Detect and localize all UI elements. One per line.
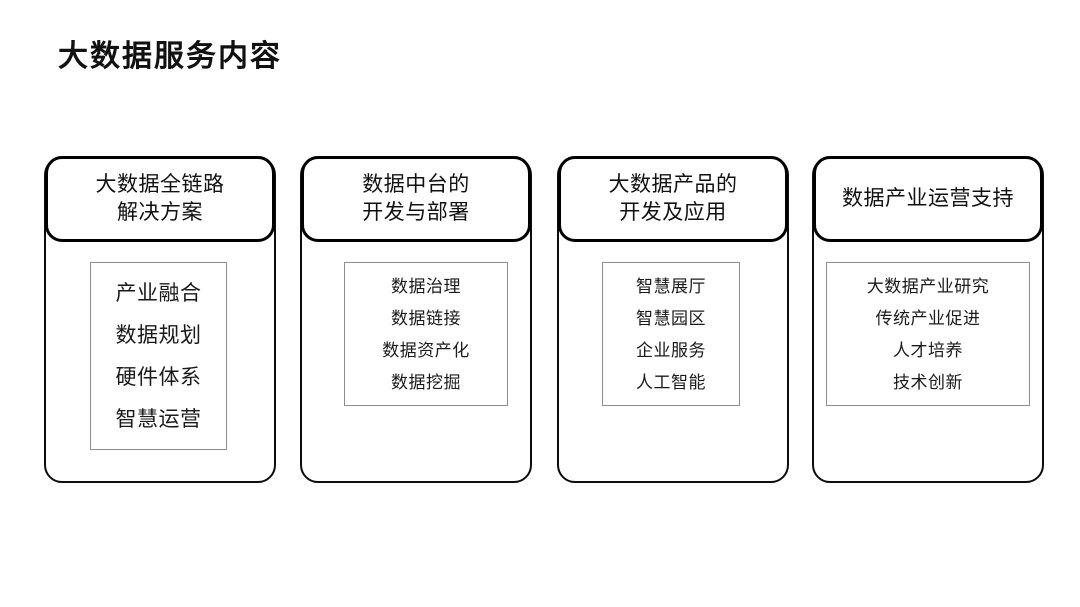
list-item: 智慧展厅 xyxy=(636,276,706,296)
service-card-4-header-label: 数据产业运营支持 xyxy=(842,187,1014,211)
list-item: 人才培养 xyxy=(893,340,963,360)
list-item: 数据挖掘 xyxy=(391,372,461,392)
list-item: 智慧运营 xyxy=(115,407,202,431)
service-card-3[interactable]: 大数据产品的 开发及应用 智慧展厅 智慧园区 企业服务 人工智能 xyxy=(557,156,789,483)
service-card-3-header[interactable]: 大数据产品的 开发及应用 xyxy=(558,156,788,242)
service-card-2-item-box: 数据治理 数据链接 数据资产化 数据挖掘 xyxy=(344,262,508,406)
service-cards-row: 大数据全链路 解决方案 产业融合 数据规划 硬件体系 智慧运营 数据中台的 开发… xyxy=(44,156,1044,485)
service-card-3-header-label: 大数据产品的 开发及应用 xyxy=(608,173,738,224)
list-item: 硬件体系 xyxy=(115,365,202,389)
list-item: 数据资产化 xyxy=(382,340,470,360)
service-card-4[interactable]: 数据产业运营支持 大数据产业研究 传统产业促进 人才培养 技术创新 xyxy=(812,156,1044,483)
page-title: 大数据服务内容 xyxy=(58,40,282,73)
list-item: 传统产业促进 xyxy=(875,308,981,328)
list-item: 智慧园区 xyxy=(636,308,706,328)
service-card-1-item-box: 产业融合 数据规划 硬件体系 智慧运营 xyxy=(90,262,227,450)
list-item: 数据链接 xyxy=(391,308,461,328)
service-card-4-item-box: 大数据产业研究 传统产业促进 人才培养 技术创新 xyxy=(826,262,1030,406)
service-card-2-header[interactable]: 数据中台的 开发与部署 xyxy=(301,156,531,242)
list-item: 人工智能 xyxy=(636,372,706,392)
service-card-2[interactable]: 数据中台的 开发与部署 数据治理 数据链接 数据资产化 数据挖掘 xyxy=(300,156,532,483)
list-item: 大数据产业研究 xyxy=(866,276,990,296)
list-item: 数据规划 xyxy=(115,323,202,347)
service-card-3-item-box: 智慧展厅 智慧园区 企业服务 人工智能 xyxy=(602,262,740,406)
service-card-1-header-label: 大数据全链路 解决方案 xyxy=(95,173,225,224)
list-item: 技术创新 xyxy=(893,372,963,392)
list-item: 企业服务 xyxy=(636,340,706,360)
service-card-1-header[interactable]: 大数据全链路 解决方案 xyxy=(45,156,275,242)
list-item: 数据治理 xyxy=(391,276,461,296)
service-card-2-header-label: 数据中台的 开发与部署 xyxy=(362,173,470,224)
service-card-4-header[interactable]: 数据产业运营支持 xyxy=(813,156,1043,242)
list-item: 产业融合 xyxy=(115,281,202,305)
service-card-1[interactable]: 大数据全链路 解决方案 产业融合 数据规划 硬件体系 智慧运营 xyxy=(44,156,276,483)
